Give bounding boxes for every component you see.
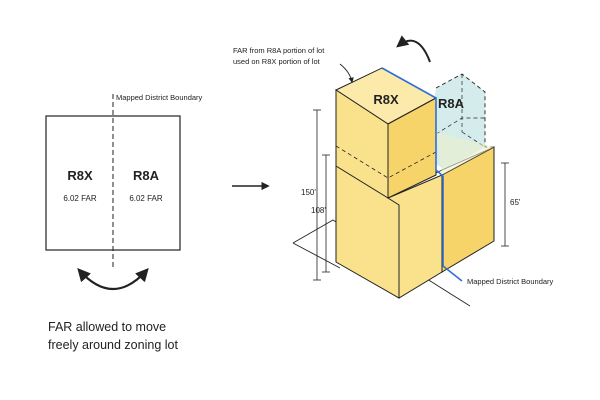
dimension-150: 150' xyxy=(301,188,316,197)
dimension-108: 108' xyxy=(311,206,326,215)
boundary-label-left: Mapped District Boundary xyxy=(116,93,203,102)
bidirectional-arrow xyxy=(77,268,149,291)
transfer-note-line2: used on R8X portion of lot xyxy=(233,57,321,66)
massing-diagram: 150' 108' 65' R8X R8A xyxy=(233,35,554,307)
tower-label-r8x: R8X xyxy=(373,92,399,107)
far-label-r8a: 6.02 FAR xyxy=(129,194,163,203)
caption-line1: FAR allowed to move xyxy=(48,320,167,334)
district-boundary-line-3d xyxy=(381,67,463,282)
boundary-label-right: Mapped District Boundary xyxy=(467,277,554,286)
tower-label-r8a: R8A xyxy=(438,96,465,111)
zone-label-r8x: R8X xyxy=(67,168,93,183)
far-label-r8x: 6.02 FAR xyxy=(63,194,97,203)
dimension-lines xyxy=(313,109,509,281)
caption-line2: freely around zoning lot xyxy=(48,338,178,352)
far-transfer-arrow xyxy=(396,35,431,63)
transfer-note-line1: FAR from R8A portion of lot xyxy=(233,46,325,55)
dimension-65: 65' xyxy=(510,198,521,207)
lot-plan: Mapped District Boundary R8X 6.02 FAR R8… xyxy=(45,93,203,291)
caption: FAR allowed to move freely around zoning… xyxy=(48,318,248,354)
note-leader-arrow xyxy=(339,63,354,84)
zone-label-r8a: R8A xyxy=(133,168,160,183)
